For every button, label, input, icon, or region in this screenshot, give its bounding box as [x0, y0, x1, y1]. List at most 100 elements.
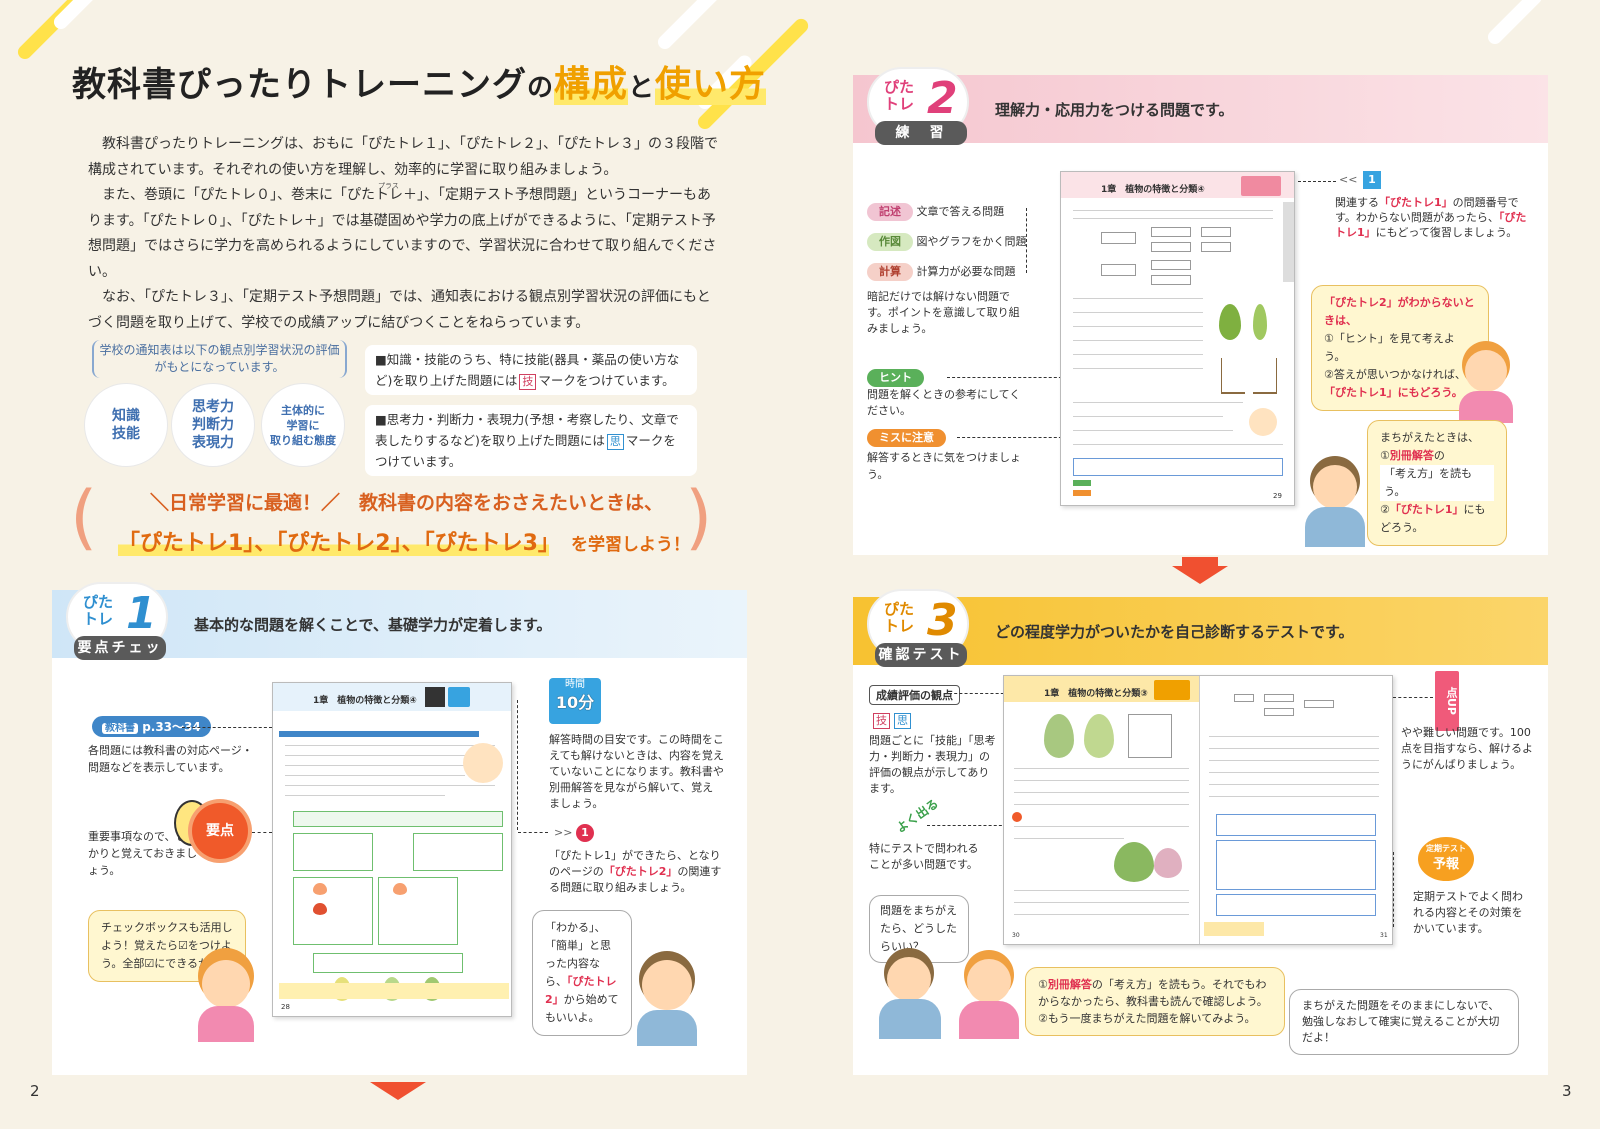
leader-line: [957, 437, 1067, 438]
leader-line: [518, 832, 548, 833]
table-box: [293, 877, 373, 945]
diagram-box: [293, 833, 373, 871]
title-main: 教科書ぴったりトレーニング: [72, 65, 527, 105]
related-c: にもどって復習しましょう。: [1375, 226, 1518, 239]
yoho-label-a: 定期テスト: [1426, 844, 1466, 853]
easy-start-bubble: 「わかる」、「簡単」と思った内容なら、「ぴたトレ2」から始めてもいいよ。: [532, 910, 632, 1036]
yoho-badge: 定期テスト 予報: [1418, 837, 1474, 881]
panel3-band-text: どの程度学力がついたかを自己診断するテストです。: [995, 623, 1354, 641]
skill-mark-note: ■知識・技能のうち、特に技能(器具・薬品の使い方など)を取り上げた問題には技マー…: [365, 345, 697, 395]
answer-red: 別冊解答: [1047, 978, 1092, 991]
down-arrow-icon: [370, 1082, 426, 1100]
plant-icon: [1084, 714, 1114, 758]
sample-page-title: 1章 植物の特徴と分類④: [1101, 185, 1205, 195]
intro-paragraph-3: なお、「ぴたトレ３」、「定期テスト予想問題」では、通知表における観点別学習状況の…: [88, 289, 711, 331]
mistake-2a: ②: [1380, 503, 1390, 516]
plant-icon: [1044, 714, 1074, 758]
sample-page-number: 28: [281, 1003, 290, 1011]
next-desc-b: の関連する問題に取り組みましょう。: [549, 865, 722, 894]
figure-box: [1128, 714, 1172, 758]
leaf-icon: [1219, 304, 1241, 340]
student-boy-body: [1305, 507, 1365, 547]
flower-icon: [393, 883, 407, 895]
help-item-2-red: 「ぴたトレ1」にもどろう。: [1324, 386, 1463, 399]
sample-page-number-right: 31: [1380, 932, 1388, 939]
time-icon: [1241, 176, 1281, 196]
kijutsu-row: 記述 文章で答える問題: [867, 203, 1004, 221]
answer-b: の「考え方」を読もう。それでもわからなかったら、教科書も読んで確認しよう。: [1038, 978, 1268, 1008]
related-red: 「ぴたトレ1」: [1379, 196, 1453, 209]
textbook-desc: 各問題には教科書の対応ページ・問題などを表示しています。: [88, 744, 253, 774]
title-kosei: 構成: [554, 64, 629, 105]
leaf-icon: [1253, 304, 1267, 340]
help-item-2: ②答えが思いつかなければ、: [1324, 368, 1466, 381]
panel-pitatore-2: 理解力・応用力をつける問題です。 ぴた トレ 2 練 習 記述 文章で答える問題…: [853, 67, 1548, 555]
mistake-item-1: ①別冊解答の: [1380, 447, 1494, 465]
sample-page-number: 29: [1273, 492, 1282, 500]
student-girl-illustration: [1465, 350, 1507, 392]
slogan-line-1: ＼日常学習に最適！／ 教科書の内容をおさえたいときは、: [150, 488, 663, 515]
next-desc-red: 「ぴたトレ2」: [603, 865, 678, 878]
logo-number: 2: [927, 73, 958, 124]
easy-b: から始めてもいいよ。: [545, 993, 619, 1024]
slogan-pitatore: 「ぴたトレ1」、「ぴたトレ2」、「ぴたトレ3」: [118, 531, 549, 556]
key-points-badge: 要点: [192, 803, 248, 859]
related-red2: 「ぴたトレ1」: [1335, 211, 1527, 239]
sample-page-number-left: 30: [1012, 932, 1020, 939]
sample-page-pitatore2: 1章 植物の特徴と分類④ 29: [1060, 171, 1295, 506]
character-illustration: [463, 743, 503, 783]
flower-icon: [313, 903, 327, 915]
mistake-title: まちがえたときは、: [1380, 431, 1479, 444]
textbook-pages-badge: 教科書 p.33〜34: [92, 716, 211, 737]
student-boy-illustration: [642, 960, 692, 1010]
note1-text-end: マークをつけています。: [538, 373, 675, 388]
panel1-band: [52, 590, 747, 658]
panel-pitatore-1: 基本的な問題を解くことで、基礎学力が定着します。 ぴた トレ 1 要点チェック …: [52, 582, 747, 1075]
sample-page-title: 1章 植物の特徴と分類③: [1044, 689, 1148, 699]
question-bubble: 問題をまちがえたら、どうしたらいい？: [869, 895, 969, 963]
hint-marker: [1073, 480, 1091, 486]
character-illustration: [1249, 408, 1277, 436]
panel2-band: [853, 75, 1548, 143]
intro-text: 教科書ぴったりトレーニングは、おもに「ぴたトレ１」、「ぴたトレ２」、「ぴたトレ３…: [88, 132, 718, 336]
hard-problem-desc: やや難しい問題です。100点を目指すなら、解けるようにがんばりましょう。: [1401, 726, 1533, 771]
sakuzu-text: 図やグラフをかく問題: [916, 235, 1027, 248]
time-label: 時間: [565, 679, 585, 690]
mistake-1a: ①: [1380, 449, 1390, 462]
thinking-mark-note: ■思考力・判断力・表現力(予想・考察したり、文章で表したりするなど)を取り上げた…: [365, 405, 697, 476]
panel1-band-text: 基本的な問題を解くことで、基礎学力が定着します。: [194, 616, 552, 634]
yoho-desc: 定期テストでよく問われる内容とその対策をかいています。: [1413, 890, 1523, 935]
sample-page-title: 1章 植物の特徴と分類④: [313, 696, 417, 706]
intro-paragraph-1: 教科書ぴったりトレーニングは、おもに「ぴたトレ１」、「ぴたトレ２」、「ぴたトレ３…: [88, 136, 718, 178]
time-icon: [448, 687, 470, 707]
keisan-text: 計算力が必要な問題: [916, 265, 1016, 278]
down-arrow-icon: [1172, 566, 1228, 584]
viewpoint-attitude: 主体的に 学習に 取り組む態度: [262, 384, 344, 466]
skill-tag: 技: [519, 374, 537, 390]
logo-number: 1: [126, 588, 157, 639]
slogan-study: を学習しよう！: [570, 535, 690, 555]
hint-tag: ヒント: [867, 369, 924, 387]
answer-c: ②もう一度まちがえた問題を解いてみよう。: [1038, 1012, 1256, 1025]
root-icon: [1221, 358, 1245, 394]
mistake-answer-bubble: ①別冊解答の「考え方」を読もう。それでもわからなかったら、教科書も読んで確認しよ…: [1025, 967, 1285, 1036]
viewpoint-marks: 技思: [871, 709, 913, 729]
textbook-pages: p.33〜34: [142, 720, 201, 734]
student-boy-body: [637, 1010, 697, 1046]
help-title: 「ぴたトレ2」がわからないときは、: [1324, 296, 1475, 327]
sakuzu-row: 作図 図やグラフをかく問題: [867, 233, 1027, 251]
related-b: の問題番号です。わからない問題があったら、: [1335, 196, 1519, 224]
slogan-line-2: 「ぴたトレ1」、「ぴたトレ2」、「ぴたトレ3」 を学習しよう！: [118, 525, 690, 557]
kijutsu-text: 文章で答える問題: [916, 205, 1005, 218]
leader-line: [1393, 697, 1433, 698]
spread-gutter: [1199, 676, 1200, 944]
decor-stripe: [1485, 0, 1545, 47]
time-icon: [1154, 680, 1190, 700]
related-a: 関連する: [1335, 196, 1379, 209]
sample-page-pitatore1: 1章 植物の特徴と分類④ 28: [272, 682, 512, 1017]
easy-a: 「わかる」、「簡単」と思った内容なら、: [545, 921, 611, 988]
page-number-right: 3: [1562, 1082, 1572, 1100]
diagram-box: [293, 811, 503, 827]
mistake-1red: 別冊解答: [1389, 449, 1434, 462]
sample-spread-pitatore3: 1章 植物の特徴と分類③ 30 31: [1003, 675, 1393, 945]
